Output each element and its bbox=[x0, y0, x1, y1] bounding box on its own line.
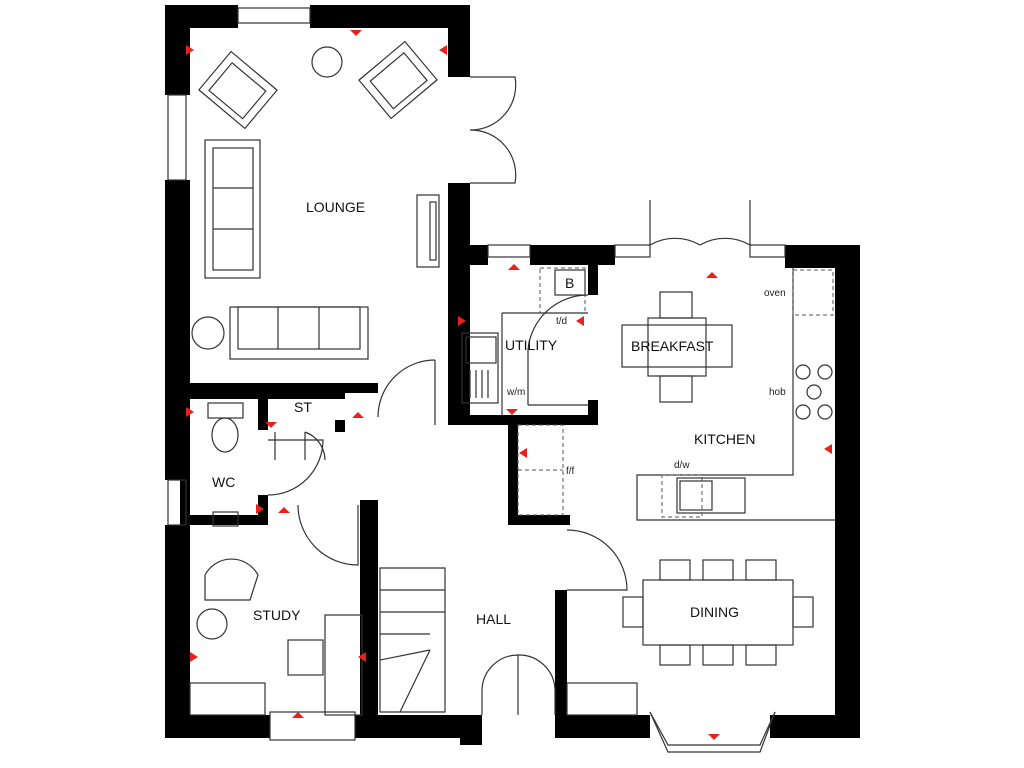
walls bbox=[165, 5, 860, 745]
room-label-st: ST bbox=[294, 399, 312, 415]
windows bbox=[167, 7, 786, 753]
furniture bbox=[189, 40, 835, 716]
fixture-label-oven: oven bbox=[764, 288, 786, 299]
room-label-study: STUDY bbox=[253, 607, 301, 623]
room-label-hall: HALL bbox=[476, 611, 511, 627]
room-label-wc: WC bbox=[212, 474, 235, 490]
fixture-label-boiler: B bbox=[565, 275, 574, 291]
room-label-lounge: LOUNGE bbox=[306, 199, 365, 215]
fixture-label-fridge-freezer: f/f bbox=[566, 466, 575, 477]
room-label-utility: UTILITY bbox=[505, 337, 558, 353]
fixture-label-tumble-dryer: t/d bbox=[556, 316, 567, 327]
fixture-label-dishwasher: d/w bbox=[674, 460, 690, 471]
fixture-label-hob: hob bbox=[769, 387, 786, 398]
room-label-dining: DINING bbox=[690, 604, 739, 620]
room-label-breakfast: BREAKFAST bbox=[631, 338, 714, 354]
socket-markers bbox=[186, 30, 832, 740]
fixture-label-washing-machine: w/m bbox=[506, 387, 525, 398]
room-label-kitchen: KITCHEN bbox=[694, 431, 755, 447]
